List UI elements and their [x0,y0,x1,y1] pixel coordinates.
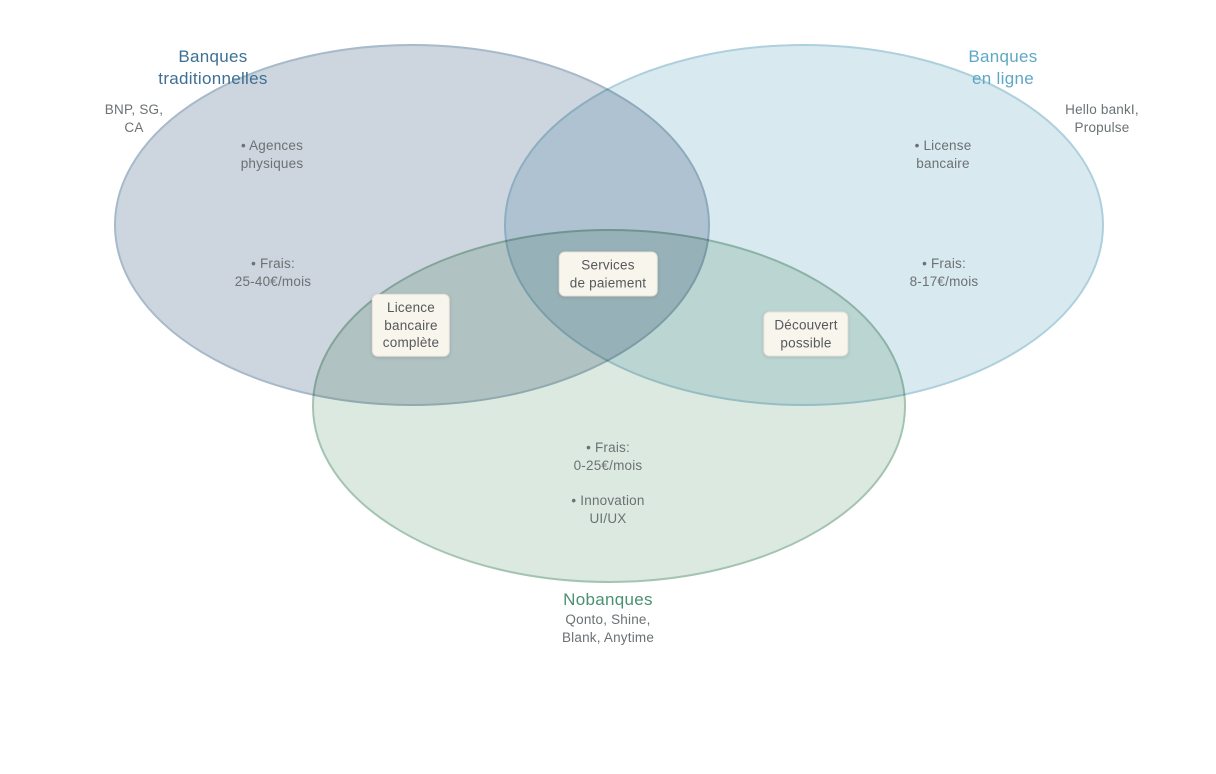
examples-banques-traditionnelles: BNP, SG, CA [104,102,164,135]
title-nobanques: Nobanques [563,590,653,609]
intersection-box-services-de-paiement: Services de paiement [558,251,658,297]
title-banques-traditionnelles: Banques traditionnelles [158,47,268,88]
intersection-box-decouvert-possible: Découvert possible [763,311,849,357]
bullet-frais-nobanques: • Frais: 0-25€/mois [573,440,643,473]
examples-banques-en-ligne: Hello bankI, Propulse [1065,102,1139,135]
bullet-agences-physiques: • Agences physiques [240,138,304,171]
bullet-frais-traditionnelles: • Frais: 25-40€/mois [234,256,312,289]
bullet-frais-en-ligne: • Frais: 8-17€/mois [909,256,979,289]
bullet-license-bancaire: • License bancaire [914,138,972,171]
intersection-box-licence-bancaire-complete: Licence bancaire complète [371,293,451,357]
examples-nobanques: Qonto, Shine, Blank, Anytime [561,612,655,645]
bullet-innovation-uiux: • Innovation UI/UX [571,493,645,526]
title-banques-en-ligne: Banques en ligne [968,47,1038,88]
ellipse-nobanques [312,229,906,583]
